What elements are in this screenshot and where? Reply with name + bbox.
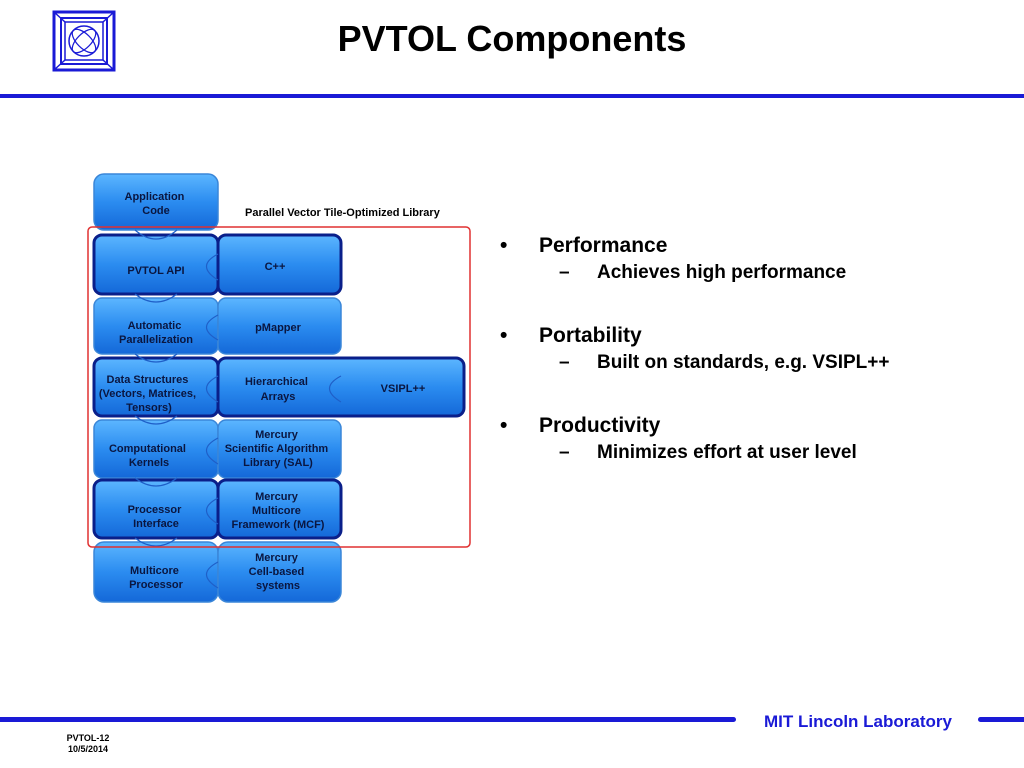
- page-title: PVTOL Components: [337, 18, 687, 59]
- block-label: Hierarchical Arrays: [245, 376, 311, 403]
- block-label: pMapper: [255, 322, 302, 334]
- block-label: Mercury Scientific Algorithm Library (SA…: [225, 429, 332, 469]
- sub-bullet-marker: –: [559, 442, 570, 463]
- bullet-marker: •: [500, 414, 508, 437]
- block-mercury-sal: Mercury Scientific Algorithm Library (SA…: [217, 419, 342, 479]
- bullet-label: Performance: [539, 234, 668, 257]
- title-rule: [0, 94, 1024, 98]
- sub-bullet-text: Minimizes effort at user level: [597, 442, 857, 463]
- bullet-productivity: • Productivity: [500, 412, 1000, 440]
- block-label: VSIPL++: [381, 383, 426, 395]
- block-label: Application Code: [125, 191, 188, 217]
- block-label: Processor Interface: [128, 504, 185, 530]
- bullet-marker: •: [500, 234, 508, 257]
- sub-bullet-marker: –: [559, 352, 570, 373]
- block-cpp: C++: [216, 233, 343, 296]
- block-processor-interface: Processor Interface: [92, 478, 220, 540]
- block-label: C++: [265, 261, 286, 273]
- slide-footer: PVTOL-12 10/5/2014: [60, 733, 116, 755]
- block-label: Data Structures (Vectors, Matrices, Tens…: [99, 374, 199, 414]
- horizontal-connectors: [205, 253, 342, 589]
- block-vsipl: VSIPL++: [381, 383, 426, 395]
- sub-bullet-text: Built on standards, e.g. VSIPL++: [597, 352, 890, 373]
- block-mercury-mcf: Mercury Multicore Framework (MCF): [216, 478, 343, 540]
- block-label: Multicore Processor: [129, 565, 184, 591]
- block-automatic-parallelization: Automatic Parallelization: [93, 297, 219, 355]
- library-frame: [87, 226, 471, 548]
- sub-bullet-portability: – Built on standards, e.g. VSIPL++: [500, 350, 1000, 376]
- block-multicore-processor: Multicore Processor: [93, 541, 219, 603]
- library-caption: Parallel Vector Tile-Optimized Library: [245, 207, 440, 219]
- bullet-portability: • Portability: [500, 322, 1000, 350]
- pvtol-architecture-diagram: Application Code PVTOL API Automatic Par…: [87, 173, 471, 603]
- vertical-connectors: [134, 229, 178, 547]
- block-label: Mercury Multicore Framework (MCF): [232, 491, 325, 531]
- bullet-marker: •: [500, 324, 508, 347]
- footer-rule-right: [978, 717, 1024, 722]
- block-label: Automatic Parallelization: [119, 320, 193, 346]
- block-pvtol-api: PVTOL API: [92, 233, 220, 296]
- slide-date: 10/5/2014: [67, 744, 109, 754]
- bullet-list: • Performance – Achieves high performanc…: [500, 232, 1000, 502]
- footer-rule-left: [0, 717, 736, 722]
- block-application-code: Application Code: [93, 173, 219, 231]
- block-hierarchical-arrays: Hierarchical Arrays: [216, 356, 466, 418]
- block-pmapper: pMapper: [217, 297, 342, 355]
- block-label: PVTOL API: [127, 265, 184, 277]
- block-mercury-cell: Mercury Cell-based systems: [217, 541, 342, 603]
- block-label: Mercury Cell-based systems: [249, 552, 308, 592]
- sub-bullet-text: Achieves high performance: [597, 262, 847, 283]
- block-computational-kernels: Computational Kernels: [93, 419, 219, 479]
- bullet-performance: • Performance: [500, 232, 1000, 260]
- bullet-label: Portability: [539, 324, 642, 347]
- bullet-label: Productivity: [539, 414, 661, 437]
- organization-name: MIT Lincoln Laboratory: [764, 712, 952, 731]
- sub-bullet-productivity: – Minimizes effort at user level: [500, 440, 1000, 466]
- block-label: Computational Kernels: [109, 443, 189, 469]
- mit-ll-logo-icon: [52, 10, 116, 72]
- sub-bullet-marker: –: [559, 262, 570, 283]
- slide-id: PVTOL-12: [66, 733, 110, 743]
- sub-bullet-performance: – Achieves high performance: [500, 260, 1000, 286]
- block-data-structures: Data Structures (Vectors, Matrices, Tens…: [92, 356, 220, 418]
